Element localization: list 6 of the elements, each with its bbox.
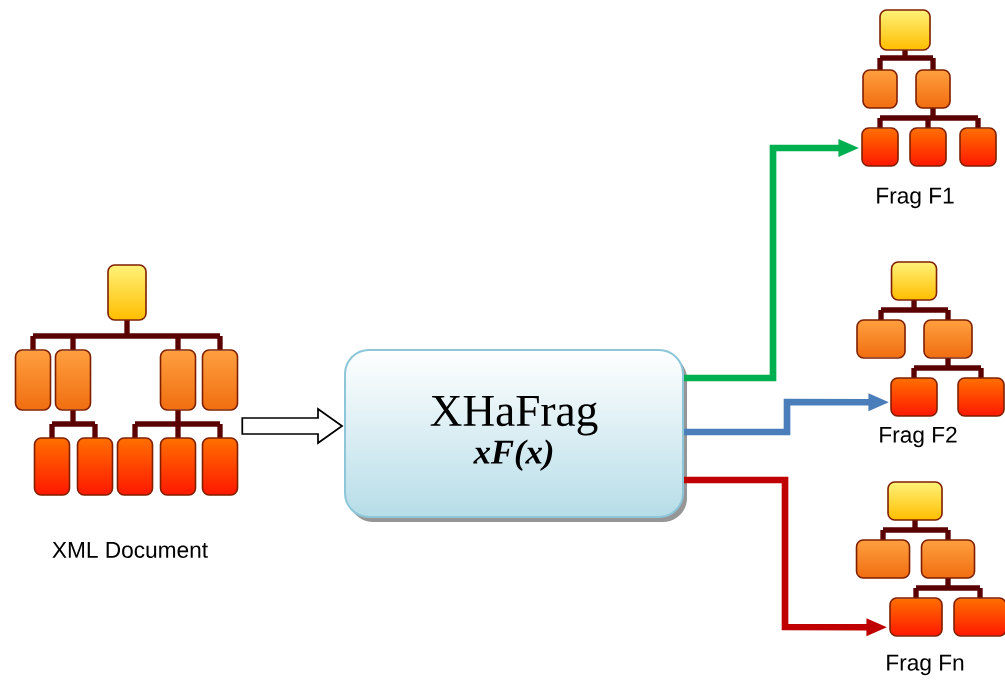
- node-label: Frag F2: [880, 426, 957, 448]
- node-label: Frag Fn: [887, 654, 964, 676]
- process-box: XHaFrag xF(x): [344, 349, 687, 522]
- node-label: XML Document: [52, 542, 208, 558]
- node-label: Frag F1: [877, 187, 954, 209]
- block-arrow: [241, 407, 344, 445]
